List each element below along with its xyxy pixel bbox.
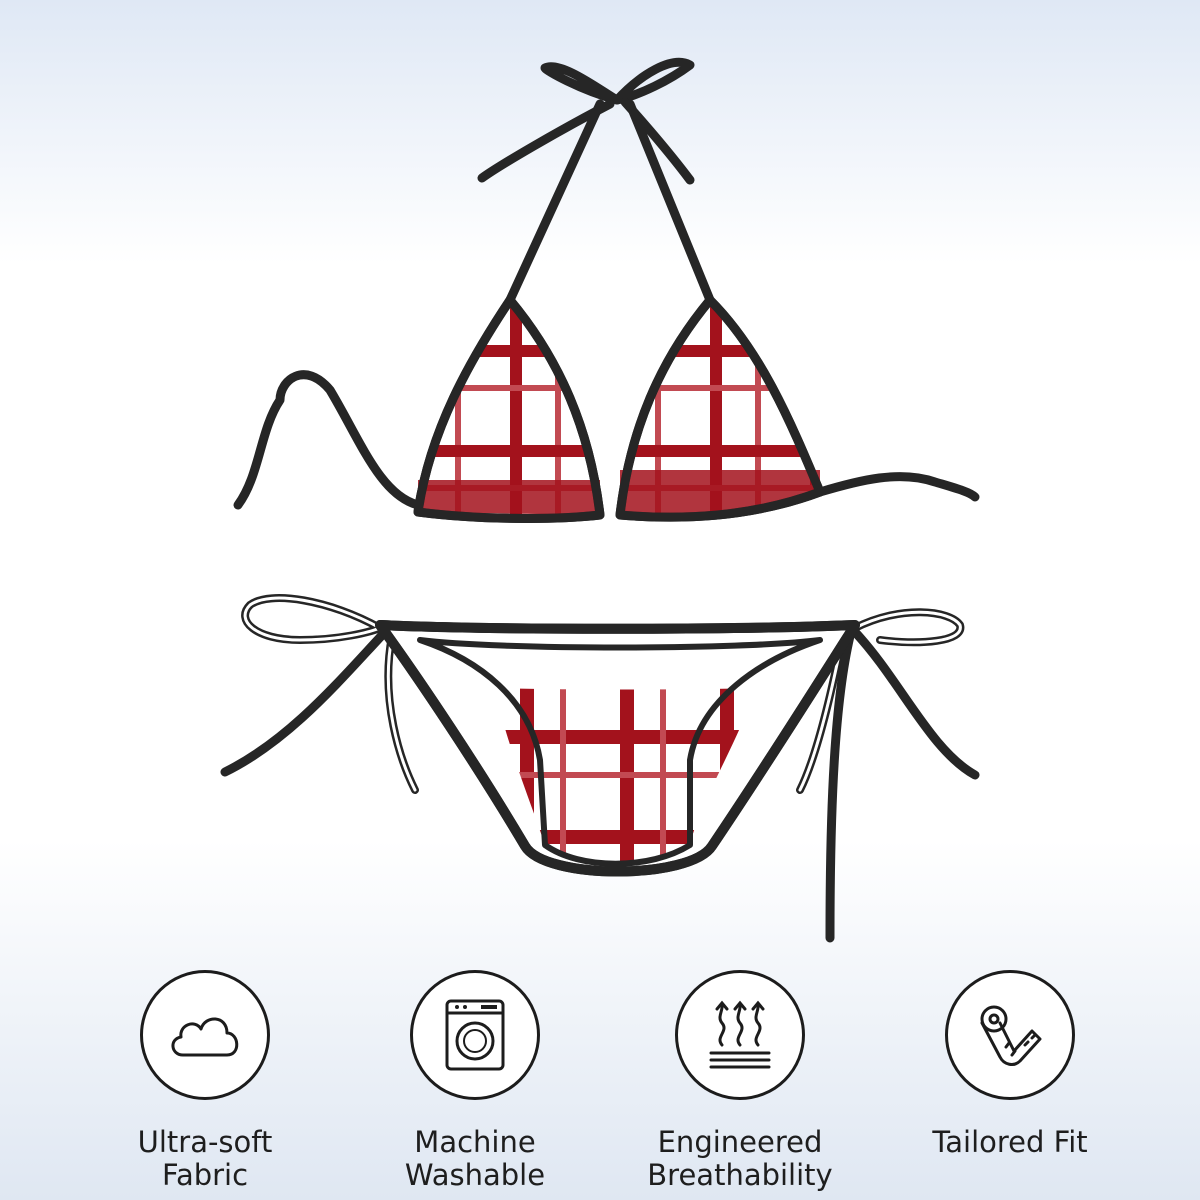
measuring-tape-icon [945, 970, 1075, 1100]
feature-tailored-fit: Tailored Fit [890, 970, 1130, 1159]
bra-back-ties [233, 370, 980, 510]
bikini-bottom [375, 620, 860, 877]
washing-machine-icon [410, 970, 540, 1100]
feature-label: Ultra-soft Fabric [137, 1125, 273, 1192]
feature-breathability: Engineered Breathability [620, 970, 860, 1192]
breathability-icon [675, 970, 805, 1100]
bra-right-cup [615, 295, 825, 522]
product-illustration [220, 57, 980, 943]
bottom-left-ties [220, 594, 419, 794]
feature-machine-washable: Machine Washable [355, 970, 595, 1192]
feature-label: Machine Washable [404, 1125, 546, 1192]
halter-ties [477, 57, 715, 305]
feature-label: Engineered Breathability [647, 1125, 833, 1192]
bra-left-cup [413, 295, 605, 523]
feature-label: Tailored Fit [932, 1125, 1088, 1159]
feature-ultra-soft: Ultra-soft Fabric [85, 970, 325, 1192]
cloud-icon [140, 970, 270, 1100]
